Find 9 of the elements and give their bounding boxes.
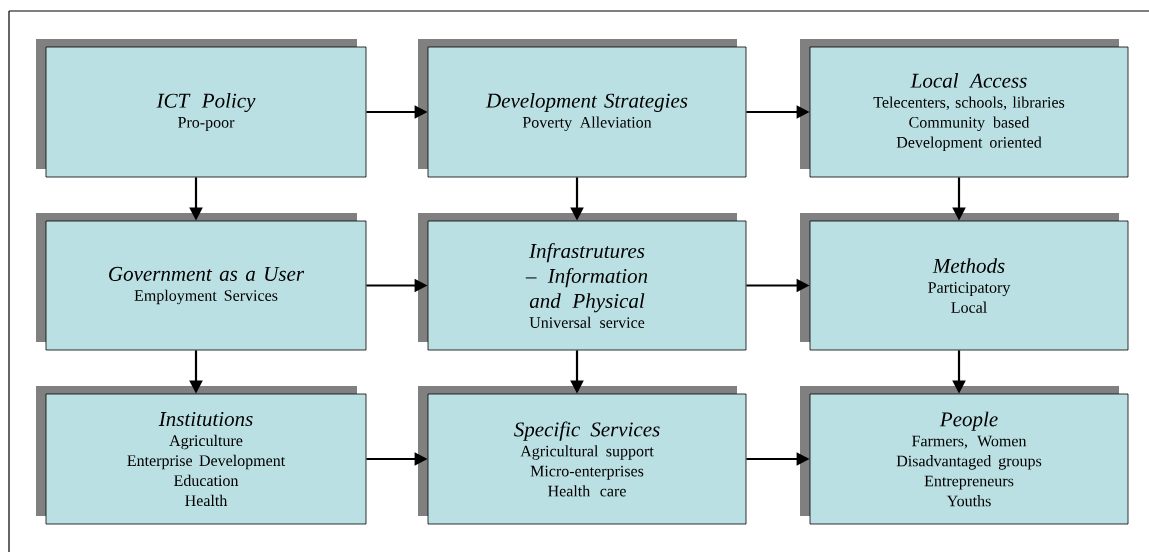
process-box: ICT Policy Pro-poor — [36, 39, 367, 178]
process-box: Local Access Telecenters, schools, libraries Community based Development oriented — [800, 39, 1129, 178]
process-box: Government as a User Employment Services — [36, 213, 367, 351]
process-box: Institutions Agriculture Enterprise Development Education Health — [36, 386, 367, 525]
process-box: Methods Participatory Local — [800, 213, 1129, 351]
process-box: People Farmers, Women Disadvantaged groups Entrepreneurs Youths — [800, 386, 1129, 525]
process-box: Infrastrutures – Information and Physical Universal service — [418, 213, 747, 351]
process-box: Specific Services Agricultural support Micro-enterprises Health care — [418, 386, 747, 525]
process-box: Development Strategies Poverty Alleviation — [418, 39, 747, 178]
